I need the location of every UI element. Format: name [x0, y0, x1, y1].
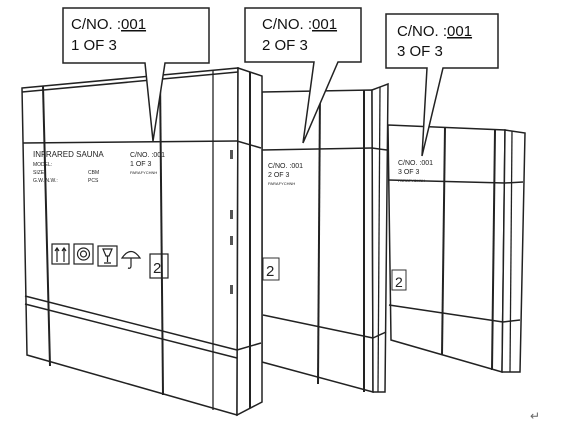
callout-2-cno-number: 001: [312, 16, 337, 33]
carton-1-cbm: CBM: [88, 170, 99, 176]
carton-1-code: PARAFYCHNH: [130, 170, 157, 175]
carton-2: [261, 82, 389, 393]
carton-2-mark: 2: [266, 263, 274, 280]
carton-1-product: INFRARED SAUNA: [33, 150, 104, 159]
carton-2-label: C/NO. :001 2 OF 3 PARAFYCHNH 2: [262, 163, 303, 281]
carton-1-cno: C/NO. :001: [130, 152, 165, 159]
callout-2-sequence: 2 OF 3: [262, 37, 308, 54]
callout-1-balloon: [62, 7, 210, 142]
carton-3-of: 3 OF 3: [398, 169, 420, 176]
fragile-glass-icon: [97, 245, 118, 267]
callout-2: C/NO. :001 2 OF 3: [244, 7, 362, 144]
carton-2-side-face: [371, 82, 389, 393]
carton-2-code: PARAFYCHNH: [268, 181, 295, 186]
keep-dry-umbrella-icon: [120, 250, 142, 269]
carton-1-weight: G.W. N.W.:: [33, 178, 58, 184]
carton-1-pcs: PCS: [88, 178, 99, 184]
ring-symbol-icon: [73, 243, 94, 265]
carton-2-mark-frame: [262, 257, 280, 281]
svg-text:C/NO. :001: C/NO. :001: [397, 23, 472, 40]
this-way-up-icon: [51, 243, 70, 265]
carton-3-code: PARAFYCHNH: [398, 178, 425, 183]
callout-3-balloon: [385, 13, 499, 157]
carton-3-cno: C/NO. :001: [398, 160, 433, 167]
callout-3-cno-prefix: C/NO. :: [397, 23, 447, 40]
carton-1-side-glyphs: [230, 150, 233, 294]
handling-symbols: [51, 243, 169, 279]
stacking-limit-icon: [149, 253, 169, 279]
carton-1-label: INFRARED SAUNA MODEL: SIZE: G.W. N.W.: C…: [33, 150, 169, 279]
carton-1-mark: 2: [153, 260, 161, 277]
carton-1-of: 1 OF 3: [130, 161, 152, 168]
svg-text:C/NO. :001: C/NO. :001: [71, 16, 146, 33]
carton-1-model: MODEL:: [33, 162, 52, 168]
carton-1-front-face: [21, 67, 239, 416]
svg-text:C/NO. :001: C/NO. :001: [262, 16, 337, 33]
callout-3: C/NO. :001 3 OF 3: [385, 13, 499, 157]
callout-1: C/NO. :001 1 OF 3: [62, 7, 210, 142]
carton-2-of: 2 OF 3: [268, 172, 290, 179]
carton-3-label: C/NO. :001 3 OF 3 PARAFYCHNH 2: [391, 160, 433, 291]
return-mark-icon: ↵: [530, 409, 540, 423]
callout-2-cno-prefix: C/NO. :: [262, 16, 312, 33]
carton-1: [21, 66, 263, 417]
carton-3: [387, 124, 526, 373]
carton-1-size: SIZE:: [33, 170, 46, 176]
callout-1-sequence: 1 OF 3: [71, 37, 117, 54]
callout-2-balloon: [244, 7, 362, 144]
carton-2-cno: C/NO. :001: [268, 163, 303, 170]
carton-3-mark-frame: [391, 269, 407, 291]
callout-1-cno-number: 001: [121, 16, 146, 33]
callout-3-cno-number: 001: [447, 23, 472, 40]
callout-3-sequence: 3 OF 3: [397, 43, 443, 60]
carton-3-mark: 2: [395, 274, 403, 290]
callout-1-cno-prefix: C/NO. :: [71, 16, 121, 33]
carton-3-side-face: [501, 129, 526, 373]
